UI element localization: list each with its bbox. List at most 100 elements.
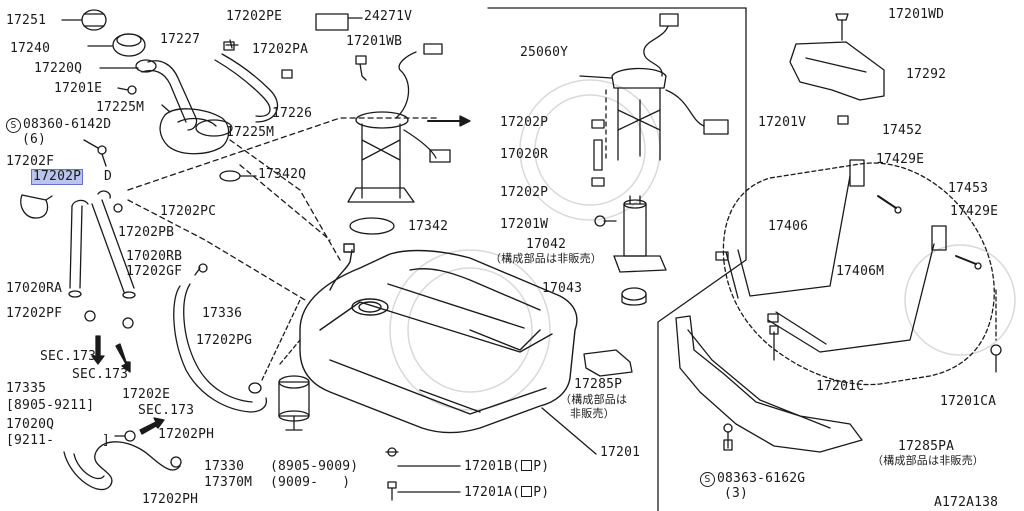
part-24271V[interactable]: 24271V [364,9,413,24]
inset-pump-parts [579,13,729,306]
part-17429E-b[interactable]: 17429E [950,204,999,219]
part-17201B[interactable]: 17201B(P) [464,459,550,474]
part-17342Q[interactable]: 17342Q [258,167,307,182]
part-17202E[interactable]: 17202E [122,387,171,402]
part-17201C[interactable]: 17201C [816,379,865,394]
lower-heat-shield [675,315,863,453]
part-17202P-inset-b[interactable]: 17202P [500,185,549,200]
part-17285P-note-1: （構成部品は [560,393,628,406]
part-17335[interactable]: 17335 [6,381,47,396]
part-17043[interactable]: 17043 [542,281,583,296]
part-17202PB[interactable]: 17202PB [118,225,175,240]
part-08363-number: 08363-6162G [717,471,806,486]
part-17202PG[interactable]: 17202PG [196,333,253,348]
part-suffix-D: D [104,169,113,184]
part-17201E[interactable]: 17201E [54,81,103,96]
screw-symbol-icon: S [700,472,715,487]
part-17201WD[interactable]: 17201WD [888,7,945,22]
part-17202P-highlighted[interactable]: 17202P [31,169,84,185]
part-17201WB[interactable]: 17201WB [346,34,403,49]
part-25060Y[interactable]: 25060Y [520,45,569,60]
part-17020RB[interactable]: 17020RB [126,249,183,264]
part-17251[interactable]: 17251 [6,13,47,28]
pump-gasket [349,217,395,235]
tank-band-rear [767,243,935,353]
part-17020Q-range: [9211- [6,433,55,448]
part-08360-number: 08360-6142D [23,117,112,132]
section-173-link-a[interactable]: SEC.173 [40,349,97,364]
part-17042[interactable]: 17042 [526,237,567,252]
square-mark-icon [521,486,533,497]
part-17020Q[interactable]: 17020Q [6,417,55,432]
fuel-tank [299,243,578,434]
evap-hose [173,285,268,413]
section-arrows [91,335,165,435]
part-17330-range: (8905-9009) [270,459,359,474]
part-17285P-note-2: 非販売） [570,407,615,420]
vent-hose [63,441,181,491]
part-17429E-a[interactable]: 17429E [876,152,925,167]
part-17342[interactable]: 17342 [408,219,449,234]
square-mark-icon [521,460,533,471]
insulator-pad [583,349,633,377]
part-08363-quantity: (3) [724,486,749,501]
part-17202PA[interactable]: 17202PA [252,42,309,57]
part-17202F[interactable]: 17202F [6,154,55,169]
part-17406[interactable]: 17406 [768,219,809,234]
diagram-code: A172A138 [934,495,999,510]
part-17202PC[interactable]: 17202PC [160,204,217,219]
part-17225M[interactable]: 17225M [96,100,145,115]
part-17201[interactable]: 17201 [600,445,641,460]
part-17370M-range: (9009- ) [270,475,351,490]
part-17335-range: [8905-9211] [6,398,95,413]
inset-panel-border [487,7,747,511]
part-17225M-gasket[interactable]: 17225M [226,125,275,140]
part-17292[interactable]: 17292 [906,67,947,82]
part-17201B-number: 17201B [464,459,513,474]
section-173-link-b[interactable]: SEC.173 [72,367,129,382]
watermark-emblem [389,79,1016,411]
part-17227[interactable]: 17227 [160,32,201,47]
part-17201B-mark: P [533,459,542,474]
part-17201CA[interactable]: 17201CA [940,394,997,409]
part-17202GF[interactable]: 17202GF [126,264,183,279]
vapor-hoses [68,190,136,329]
part-17042-note: （構成部品は非販売） [490,252,602,265]
part-17406M[interactable]: 17406M [836,264,885,279]
part-17452[interactable]: 17452 [882,123,923,138]
part-17220Q[interactable]: 17220Q [34,61,83,76]
part-17201A[interactable]: 17201A(P) [464,485,550,500]
fuel-pump-assembly [347,43,451,203]
tank-band-front [737,175,851,297]
part-17020R[interactable]: 17020R [500,147,549,162]
part-17202PE[interactable]: 17202PE [226,9,283,24]
part-17226[interactable]: 17226 [272,106,313,121]
part-17330[interactable]: 17330 [204,459,245,474]
part-17285PA[interactable]: 17285PA [898,439,955,454]
part-17201W[interactable]: 17201W [500,217,549,232]
part-17201V[interactable]: 17201V [758,115,807,130]
section-173-link-c[interactable]: SEC.173 [138,403,195,418]
part-08360-quantity: (6) [22,132,47,147]
part-17370M[interactable]: 17370M [204,475,253,490]
hose-clip [20,194,49,219]
part-17202PH-b[interactable]: 17202PH [142,492,199,507]
part-17202P-inset-a[interactable]: 17202P [500,115,549,130]
part-17020RA[interactable]: 17020RA [6,281,63,296]
part-17202PF[interactable]: 17202PF [6,306,63,321]
filler-neck-body [159,108,230,155]
part-17285P[interactable]: 17285P [574,377,623,392]
part-17240[interactable]: 17240 [10,41,51,56]
filler-cap [81,9,107,31]
part-17020Q-range-close: ] [102,433,111,448]
part-17336[interactable]: 17336 [202,306,243,321]
harness-box [315,13,349,31]
breather-hose [214,59,271,117]
part-17453[interactable]: 17453 [948,181,989,196]
part-17201A-mark: P [533,485,542,500]
part-17202PH-a[interactable]: 17202PH [158,427,215,442]
